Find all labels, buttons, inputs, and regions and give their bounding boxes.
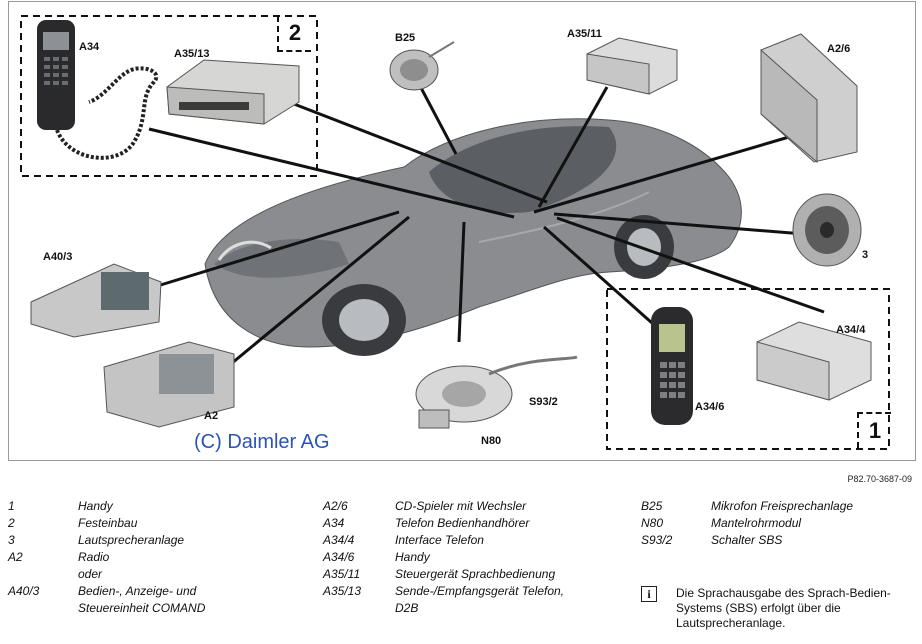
diagram-artwork <box>20 15 890 450</box>
legend-key: A34/6 <box>323 550 355 564</box>
label-3: 3 <box>862 249 869 261</box>
legend-column-1: 1 Handy 2 Festeinbau 3 Lautsprecheranlag… <box>8 498 205 617</box>
legend-value: Telefon Bedienhandhörer <box>395 516 530 530</box>
legend-row: N80 Mantelrohrmodul <box>641 515 853 532</box>
legend-key <box>8 600 78 617</box>
comand-unit-illustration <box>30 263 162 338</box>
legend-key: N80 <box>641 516 664 530</box>
speaker-illustration <box>792 193 862 267</box>
legend-value: Steuereinheit COMAND <box>78 601 206 615</box>
cd-changer-illustration <box>760 33 858 164</box>
legend-column-2: A2/6 CD-Spieler mit Wechsler A34 Telefon… <box>323 498 564 617</box>
handset-illustration <box>37 20 159 160</box>
legend-row: A35/13 Sende-/Empfangsgerät Telefon, <box>323 583 564 600</box>
legend-key <box>8 566 78 583</box>
legend-value: Schalter SBS <box>711 533 783 547</box>
legend-key: 2 <box>8 516 15 530</box>
transceiver-illustration <box>166 59 300 125</box>
label-A35-13: A35/13 <box>174 48 210 60</box>
label-A34: A34 <box>79 41 100 53</box>
legend-row: B25 Mikrofon Freisprechanlage <box>641 498 853 515</box>
label-B25: B25 <box>395 32 416 44</box>
legend-key: A2/6 <box>323 499 348 513</box>
note-text: Die Sprachausgabe des Sprach-Bedien-Syst… <box>676 586 891 630</box>
legend-value: Steuergerät Sprachbedienung <box>395 567 556 581</box>
legend-key: S93/2 <box>641 533 673 547</box>
label-A2-6: A2/6 <box>827 43 851 55</box>
legend-key: 3 <box>8 533 15 547</box>
legend-key: A35/11 <box>323 567 361 581</box>
box-number-2: 2 <box>277 16 311 52</box>
mobile-phone-illustration <box>651 307 693 425</box>
legend-value: Handy <box>395 550 430 564</box>
legend-row: A34 Telefon Bedienhandhörer <box>323 515 564 532</box>
legend-value: Mikrofon Freisprechanlage <box>711 499 854 513</box>
legend-row: S93/2 Schalter SBS <box>641 532 853 549</box>
legend-row: A40/3 Bedien-, Anzeige- und <box>8 583 205 600</box>
legend-key: A34/4 <box>323 533 355 547</box>
legend-row: A34/4 Interface Telefon <box>323 532 564 549</box>
legend-row: D2B <box>323 600 564 617</box>
legend-row: 3 Lautsprecheranlage <box>8 532 205 549</box>
label-N80: N80 <box>481 435 502 447</box>
legend-key: B25 <box>641 499 663 513</box>
box-fixed-installation <box>20 15 318 177</box>
label-A34-6: A34/6 <box>695 401 725 413</box>
legend-value: Festeinbau <box>78 516 138 530</box>
copyright-text: (C) Daimler AG <box>194 431 330 453</box>
legend-key <box>323 600 395 617</box>
legend-row: A2/6 CD-Spieler mit Wechsler <box>323 498 564 515</box>
label-A34-4: A34/4 <box>836 324 866 336</box>
legend-value: D2B <box>395 601 419 615</box>
component-diagram: 2 1 A34 A35/13 B25 A35/11 A2/6 3 A40/3 A… <box>8 1 916 461</box>
legend-value: Sende-/Empfangsgerät Telefon, <box>395 584 565 598</box>
legend-column-3: B25 Mikrofon Freisprechanlage N80 Mantel… <box>641 498 853 549</box>
radio-illustration <box>103 341 235 428</box>
column-module-illustration <box>415 355 578 429</box>
legend-key: A34 <box>323 516 345 530</box>
legend-value: Mantelrohrmodul <box>711 516 802 530</box>
figure-reference-code: P82.70-3687-09 <box>847 474 912 484</box>
legend-row: A35/11 Steuergerät Sprachbedienung <box>323 566 564 583</box>
box-number-1: 1 <box>857 412 891 448</box>
microphone-illustration <box>389 41 455 91</box>
label-S93-2: S93/2 <box>529 396 558 408</box>
legend-value: CD-Spieler mit Wechsler <box>395 499 527 513</box>
legend-key: A40/3 <box>8 584 40 598</box>
label-A2: A2 <box>204 410 219 422</box>
legend-row: A34/6 Handy <box>323 549 564 566</box>
legend-value: Bedien-, Anzeige- und <box>78 584 197 598</box>
label-A40-3: A40/3 <box>43 251 73 263</box>
legend-value: oder <box>78 567 103 581</box>
info-icon: i <box>641 586 657 602</box>
voice-control-unit-illustration <box>586 37 678 95</box>
legend-value: Radio <box>78 550 110 564</box>
legend-row: 2 Festeinbau <box>8 515 205 532</box>
car-illustration <box>204 118 742 356</box>
interface-unit-illustration <box>756 321 872 401</box>
legend-key: A2 <box>8 550 23 564</box>
legend-row: A2 Radio <box>8 549 205 566</box>
legend-key: 1 <box>8 499 15 513</box>
legend-row: Steuereinheit COMAND <box>8 600 205 617</box>
box-handy <box>606 288 890 450</box>
legend-row: oder <box>8 566 205 583</box>
legend-row: 1 Handy <box>8 498 205 515</box>
label-A35-11: A35/11 <box>567 28 602 40</box>
legend-value: Interface Telefon <box>395 533 484 547</box>
legend-key: A35/13 <box>323 584 362 598</box>
legend-value: Lautsprecheranlage <box>78 533 185 547</box>
legend-value: Handy <box>78 499 113 513</box>
